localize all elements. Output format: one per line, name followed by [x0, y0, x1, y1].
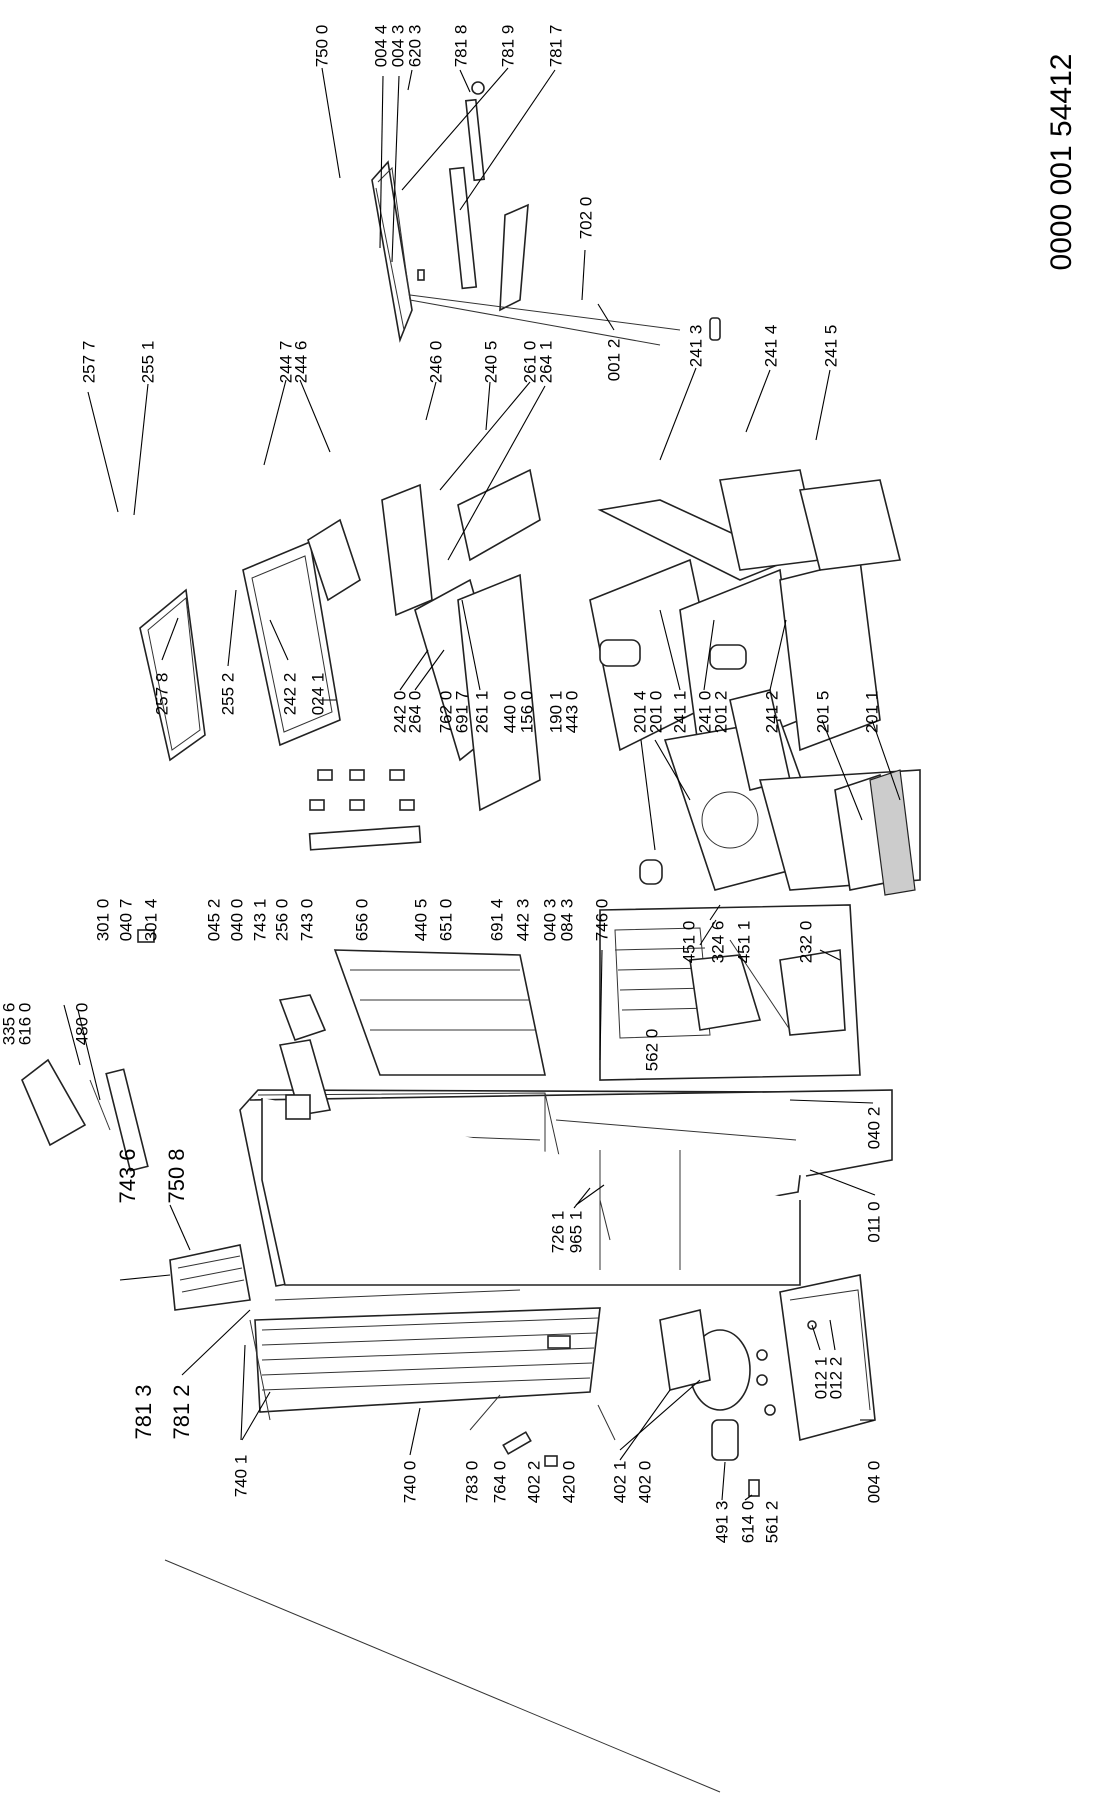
evaporator-drawing — [599, 904, 861, 1081]
part-label-246-0: 246 0 — [426, 340, 446, 384]
part-label-781-9: 781 9 — [498, 24, 518, 68]
part-label-616-0: 616 0 — [15, 1002, 35, 1046]
part-label-241-2: 241 2 — [762, 690, 782, 734]
part-label-726-1: 726 1 — [548, 1210, 568, 1254]
part-label-443-0: 443 0 — [562, 690, 582, 734]
part-label-040-0: 040 0 — [227, 898, 247, 942]
part-label-201-1: 201 1 — [862, 690, 882, 734]
part-label-004-3: 004 3 — [388, 24, 408, 68]
handle-parts-drawing — [409, 81, 721, 346]
part-label-562-0: 562 0 — [642, 1028, 662, 1072]
part-label-651-0: 651 0 — [436, 898, 456, 942]
part-label-764-0: 764 0 — [490, 1460, 510, 1504]
leader-lines — [63, 67, 901, 1501]
part-label-255-2: 255 2 — [218, 672, 238, 716]
part-label-011-0: 011 0 — [864, 1201, 884, 1243]
condenser-drawing — [249, 1289, 601, 1421]
part-label-702-0: 702 0 — [576, 196, 596, 240]
part-label-781-7: 781 7 — [546, 24, 566, 68]
part-label-301-4: 301 4 — [141, 898, 161, 942]
cabinet-body-drawing — [239, 1089, 893, 1287]
fan-housing-drawing — [639, 689, 921, 896]
part-label-241-5: 241 5 — [821, 324, 841, 368]
glass-shelf-drawing — [139, 468, 541, 762]
part-label-244-6: 244 6 — [291, 340, 311, 384]
part-label-004-0: 004 0 — [864, 1460, 884, 1504]
part-label-201-5: 201 5 — [813, 690, 833, 734]
part-label-783-0: 783 0 — [462, 1460, 482, 1504]
part-label-084-3: 084 3 — [557, 898, 577, 942]
part-label-201-0: 201 0 — [646, 690, 666, 734]
part-label-264-0: 264 0 — [405, 690, 425, 734]
part-label-781-2: 781 2 — [169, 1384, 194, 1440]
part-label-261-1: 261 1 — [472, 690, 492, 734]
part-label-241-4: 241 4 — [761, 324, 781, 368]
part-label-242-2: 242 2 — [280, 672, 300, 716]
document-number: 0000 001 54412 — [1045, 53, 1078, 271]
part-label-257-8: 257 8 — [152, 672, 172, 716]
part-label-451-1: 451 1 — [734, 920, 754, 964]
thermostat-drawing — [21, 929, 155, 1172]
part-label-201-2: 201 2 — [711, 690, 731, 734]
part-label-040-2: 040 2 — [864, 1106, 884, 1150]
part-label-440-0: 440 0 — [500, 690, 520, 734]
part-label-324-6: 324 6 — [708, 920, 728, 964]
part-label-004-4: 004 4 — [371, 24, 391, 68]
part-label-656-0: 656 0 — [352, 898, 372, 942]
part-label-241-3: 241 3 — [686, 324, 706, 368]
part-label-740-0: 740 0 — [400, 1460, 420, 1504]
part-label-264-1: 264 1 — [536, 340, 556, 384]
part-label-255-1: 255 1 — [138, 340, 158, 384]
hinge-drawing — [278, 994, 332, 1120]
part-label-040-3: 040 3 — [540, 898, 560, 942]
part-label-614-0: 614 0 — [738, 1500, 758, 1544]
part-label-257-7: 257 7 — [79, 340, 99, 384]
part-label-420-0: 420 0 — [559, 1460, 579, 1504]
part-label-402-2: 402 2 — [524, 1460, 544, 1504]
part-label-402-1: 402 1 — [610, 1460, 630, 1504]
part-label-451-0: 451 0 — [679, 920, 699, 964]
part-label-691-7: 691 7 — [452, 690, 472, 734]
part-label-620-3: 620 3 — [405, 24, 425, 68]
part-label-232-0: 232 0 — [796, 920, 816, 964]
part-label-402-0: 402 0 — [635, 1460, 655, 1504]
part-label-743-1: 743 1 — [250, 898, 270, 942]
part-label-442-3: 442 3 — [513, 898, 533, 942]
part-label-691-4: 691 4 — [487, 898, 507, 942]
part-label-746-0: 746 0 — [592, 898, 612, 942]
part-label-045-2: 045 2 — [204, 898, 224, 942]
air-duct-drawing — [308, 769, 546, 1076]
part-label-781-3: 781 3 — [131, 1384, 156, 1440]
part-label-561-2: 561 2 — [762, 1500, 782, 1544]
small-parts-drawing — [164, 1199, 760, 1793]
part-label-740-1: 740 1 — [231, 1454, 251, 1498]
part-label-750-0: 750 0 — [312, 24, 332, 68]
part-label-301-0: 301 0 — [93, 898, 113, 942]
basket-drawing — [169, 1244, 251, 1311]
part-label-480-0: 480 0 — [72, 1002, 92, 1046]
part-label-024-1: 024 1 — [308, 672, 328, 716]
part-label-240-5: 240 5 — [481, 340, 501, 384]
part-label-241-1: 241 1 — [670, 690, 690, 734]
part-label-440-5: 440 5 — [411, 898, 431, 942]
part-label-001-2: 001 2 — [604, 338, 624, 382]
compressor-drawing — [659, 1309, 776, 1461]
part-label-743-6: 743 6 — [115, 1148, 140, 1204]
part-label-743-0: 743 0 — [297, 898, 317, 942]
part-label-781-8: 781 8 — [451, 24, 471, 68]
part-label-012-2: 012 2 — [826, 1356, 846, 1400]
part-label-040-7: 040 7 — [116, 898, 136, 942]
part-label-256-0: 256 0 — [272, 898, 292, 942]
part-label-750-8: 750 8 — [164, 1148, 189, 1204]
part-label-965-1: 965 1 — [566, 1210, 586, 1254]
part-label-491-3: 491 3 — [712, 1500, 732, 1544]
part-label-156-0: 156 0 — [517, 690, 537, 734]
